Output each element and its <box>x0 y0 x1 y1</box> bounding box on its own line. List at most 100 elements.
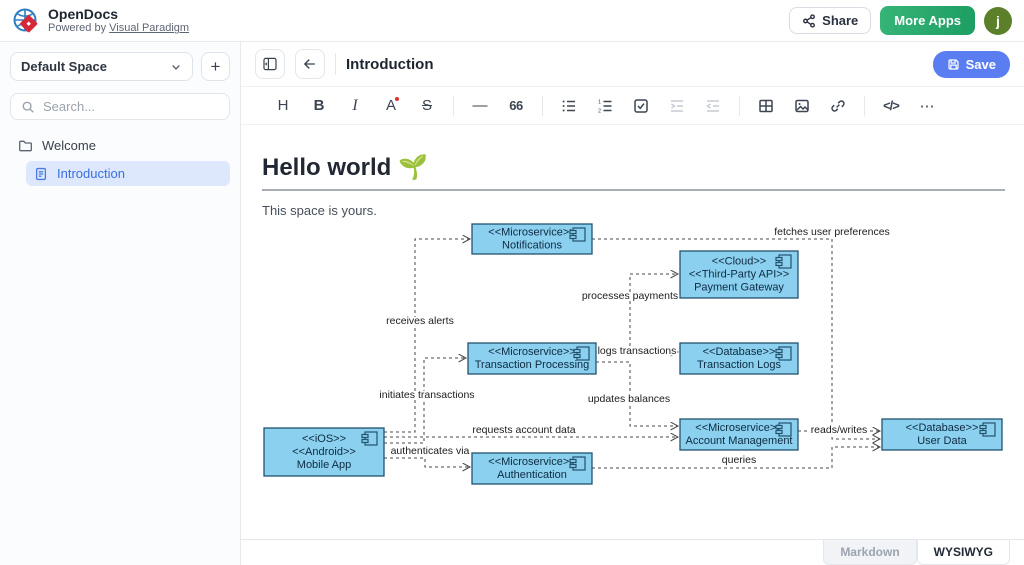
bold-button[interactable]: B <box>303 92 335 120</box>
svg-text:initiates transactions: initiates transactions <box>379 389 474 401</box>
folder-icon <box>18 138 33 153</box>
save-icon <box>947 58 960 71</box>
tab-wysiwyg[interactable]: WYSIWYG <box>917 540 1010 565</box>
divider <box>335 53 336 75</box>
formatting-toolbar: H B I A S — 66 1 2 <box>241 87 1024 125</box>
link-icon <box>830 98 846 114</box>
code-block-button[interactable]: </> <box>875 92 907 120</box>
editor-canvas[interactable]: Hello world 🌱 This space is yours. <<Mic… <box>241 125 1024 539</box>
svg-text:processes payments: processes payments <box>582 290 678 302</box>
task-list-button[interactable] <box>625 92 657 120</box>
svg-text:logs transactions: logs transactions <box>598 345 677 357</box>
blockquote-button[interactable]: 66 <box>500 92 532 120</box>
svg-text:Mobile App: Mobile App <box>297 459 351 471</box>
sidebar: Default Space + <box>0 42 241 565</box>
svg-text:receives alerts: receives alerts <box>386 315 454 327</box>
sidebar-item-welcome[interactable]: Welcome <box>10 134 230 157</box>
image-icon <box>794 98 810 114</box>
svg-text:<<Microservice>>: <<Microservice>> <box>488 456 575 468</box>
tab-markdown[interactable]: Markdown <box>823 540 916 565</box>
add-space-button[interactable]: + <box>201 52 230 81</box>
link-button[interactable] <box>822 92 854 120</box>
doc-header: Introduction Save <box>241 42 1024 87</box>
svg-text:<<Cloud>>: <<Cloud>> <box>712 256 766 268</box>
bullet-list-icon <box>561 98 577 114</box>
back-button[interactable] <box>295 49 325 79</box>
svg-text:Transaction Processing: Transaction Processing <box>475 359 590 371</box>
table-icon <box>758 98 774 114</box>
svg-text:<<Third-Party API>>: <<Third-Party API>> <box>689 269 789 281</box>
table-button[interactable] <box>750 92 782 120</box>
image-button[interactable] <box>786 92 818 120</box>
editor-footer: Markdown WYSIWYG <box>241 539 1024 565</box>
numbered-list-icon: 1 2 <box>597 98 613 114</box>
bullet-list-button[interactable] <box>553 92 585 120</box>
divider <box>453 96 454 116</box>
svg-text:Account Management: Account Management <box>685 435 792 447</box>
search-box[interactable] <box>10 93 230 120</box>
doc-heading: Hello world 🌱 <box>262 153 1024 183</box>
more-options-button[interactable]: ⋯ <box>911 92 943 120</box>
divider <box>864 96 865 116</box>
arrow-left-icon <box>302 56 318 72</box>
toggle-sidebar-button[interactable] <box>255 49 285 79</box>
svg-text:2: 2 <box>598 108 601 114</box>
brand: OpenDocs Powered by Visual Paradigm <box>48 6 189 35</box>
sidebar-item-introduction[interactable]: Introduction <box>26 161 230 186</box>
page-title: Introduction <box>346 56 433 73</box>
opendocs-logo-icon <box>12 7 40 35</box>
svg-text:<<iOS>>: <<iOS>> <box>302 433 346 445</box>
numbered-list-button[interactable]: 1 2 <box>589 92 621 120</box>
task-list-icon <box>633 98 649 114</box>
share-icon <box>802 14 816 28</box>
panel-left-icon <box>262 56 278 72</box>
svg-text:<<Database>>: <<Database>> <box>906 422 979 434</box>
svg-text:fetches user preferences: fetches user preferences <box>774 226 890 238</box>
svg-text:Transaction Logs: Transaction Logs <box>697 359 781 371</box>
svg-text:<<Microservice>>: <<Microservice>> <box>488 346 575 358</box>
more-apps-button[interactable]: More Apps <box>880 6 975 35</box>
save-button[interactable]: Save <box>933 51 1010 78</box>
indent-button[interactable] <box>661 92 693 120</box>
search-input[interactable] <box>43 99 219 114</box>
font-color-button[interactable]: A <box>375 92 407 120</box>
svg-text:requests account data: requests account data <box>472 424 575 436</box>
svg-text:<<Database>>: <<Database>> <box>703 346 776 358</box>
red-dot <box>395 97 399 101</box>
search-icon <box>21 100 35 114</box>
powered-by: Powered by Visual Paradigm <box>48 22 189 35</box>
svg-text:<<Microservice>>: <<Microservice>> <box>488 227 575 239</box>
app-title: OpenDocs <box>48 6 189 22</box>
page-tree: Welcome Introduction <box>10 134 230 186</box>
svg-text:reads/writes: reads/writes <box>811 424 868 436</box>
svg-text:Payment Gateway: Payment Gateway <box>694 282 784 294</box>
visual-paradigm-link[interactable]: Visual Paradigm <box>109 22 189 34</box>
divider <box>542 96 543 116</box>
svg-text:User Data: User Data <box>917 435 967 447</box>
avatar[interactable]: j <box>984 7 1012 35</box>
doc-paragraph: This space is yours. <box>262 203 1024 219</box>
italic-button[interactable]: I <box>339 92 371 120</box>
app-header: OpenDocs Powered by Visual Paradigm Shar… <box>0 0 1024 42</box>
seedling-emoji: 🌱 <box>398 154 428 181</box>
indent-icon <box>669 98 685 114</box>
share-button[interactable]: Share <box>789 7 871 34</box>
svg-text:Authentication: Authentication <box>497 469 567 481</box>
space-selector[interactable]: Default Space <box>10 52 193 81</box>
divider <box>739 96 740 116</box>
svg-text:updates balances: updates balances <box>588 393 670 405</box>
diagram-svg: <<Microservice>>Notifications<<Cloud>><<… <box>262 221 1007 491</box>
strikethrough-button[interactable]: S <box>411 92 443 120</box>
svg-text:1: 1 <box>598 99 601 105</box>
horizontal-rule-button[interactable]: — <box>464 92 496 120</box>
document-icon <box>34 167 48 181</box>
outdent-button[interactable] <box>697 92 729 120</box>
outdent-icon <box>705 98 721 114</box>
svg-text:authenticates via: authenticates via <box>391 445 470 457</box>
heading-button[interactable]: H <box>267 92 299 120</box>
svg-text:queries: queries <box>722 454 756 466</box>
svg-text:Notifications: Notifications <box>502 240 562 252</box>
heading-underline <box>262 189 1005 191</box>
chevron-down-icon <box>170 61 182 73</box>
uml-component-diagram[interactable]: <<Microservice>>Notifications<<Cloud>><<… <box>262 221 1024 491</box>
